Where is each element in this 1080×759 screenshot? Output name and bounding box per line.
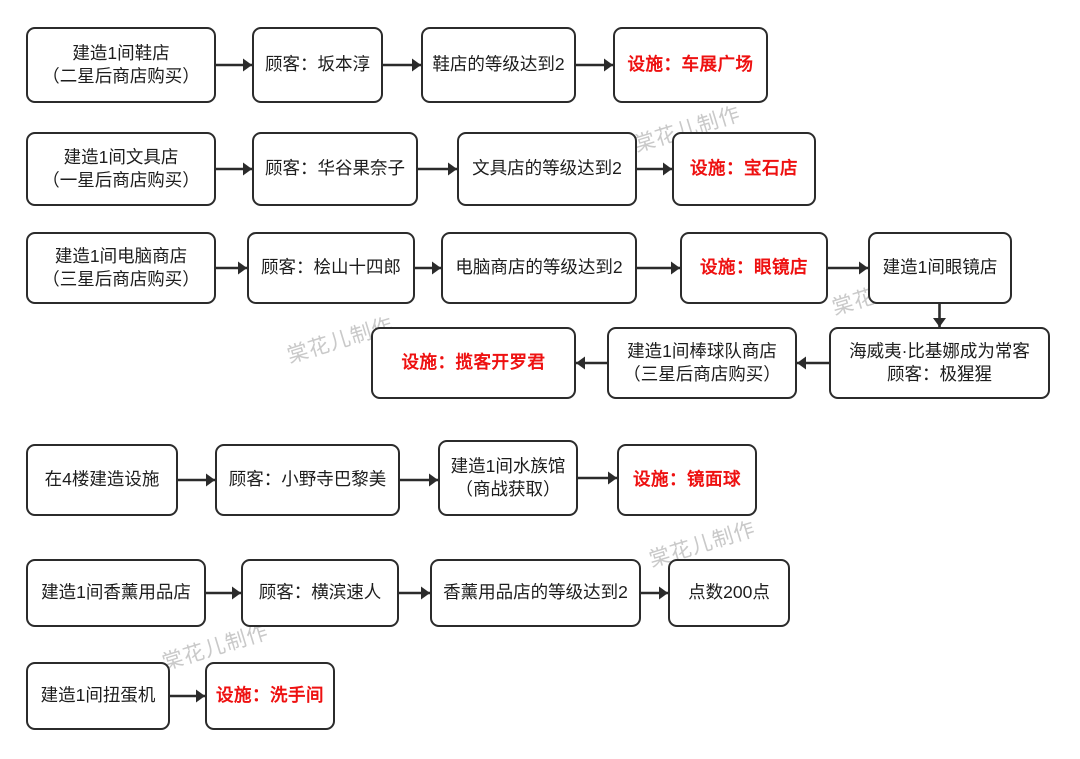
flow-node-label: 建造1间扭蛋机 xyxy=(40,685,156,706)
flow-node-customer: 海威夷·比基娜成为常客 顾客：极猩猩 xyxy=(829,327,1050,399)
flow-node-label: 电脑商店的等级达到2 xyxy=(455,257,623,278)
connector-arrowhead xyxy=(576,356,585,370)
flow-node-customer: 顾客：小野寺巴黎美 xyxy=(215,444,400,516)
flow-node-customer: 顾客：桧山十四郎 xyxy=(247,232,415,304)
flow-node-customer: 顾客：横滨速人 xyxy=(241,559,399,627)
flow-node-facility: 设施：洗手间 xyxy=(205,662,335,730)
flow-node-label: 文具店的等级达到2 xyxy=(472,158,622,179)
flow-node-condition: 建造1间电脑商店 （三星后商店购买） xyxy=(26,232,216,304)
connector-arrowhead xyxy=(608,471,617,485)
flow-node-label: 设施：车展广场 xyxy=(627,54,754,75)
flow-node-label: 设施：揽客开罗君 xyxy=(401,352,546,373)
flow-node-label: 顾客：坂本淳 xyxy=(265,54,370,75)
connector-arrowhead xyxy=(421,586,430,600)
flow-node-condition: 文具店的等级达到2 xyxy=(457,132,637,206)
flow-node-label: 建造1间文具店 （一星后商店购买） xyxy=(42,146,200,190)
flow-node-label: 海威夷·比基娜成为常客 顾客：极猩猩 xyxy=(849,340,1030,384)
flow-node-label: 建造1间电脑商店 （三星后商店购买） xyxy=(42,245,200,289)
flow-node-facility: 设施：揽客开罗君 xyxy=(371,327,576,399)
connector-arrowhead xyxy=(206,473,215,487)
flow-node-condition: 建造1间香薰用品店 xyxy=(26,559,206,627)
flow-node-facility: 设施：镜面球 xyxy=(617,444,757,516)
flow-node-facility: 设施：车展广场 xyxy=(613,27,768,103)
flow-node-label: 鞋店的等级达到2 xyxy=(432,54,565,75)
flow-node-condition: 建造1间棒球队商店 （三星后商店购买） xyxy=(607,327,797,399)
flow-node-label: 设施：洗手间 xyxy=(216,685,324,706)
flow-node-customer: 顾客：华谷果奈子 xyxy=(252,132,418,206)
connector-arrowhead xyxy=(604,58,613,72)
flow-node-label: 建造1间鞋店 （二星后商店购买） xyxy=(42,42,200,86)
flow-node-label: 顾客：小野寺巴黎美 xyxy=(228,469,387,490)
flow-node-condition: 电脑商店的等级达到2 xyxy=(441,232,637,304)
flow-node-label: 建造1间水族馆 （商战获取） xyxy=(450,455,566,499)
flow-node-label: 点数200点 xyxy=(688,582,770,603)
flow-node-condition: 建造1间水族馆 （商战获取） xyxy=(438,440,578,516)
connector-arrowhead xyxy=(448,162,457,176)
flow-node-reward: 点数200点 xyxy=(668,559,790,627)
flow-node-label: 设施：宝石店 xyxy=(690,158,798,179)
flow-node-condition: 建造1间扭蛋机 xyxy=(26,662,170,730)
connector-arrowhead xyxy=(933,318,946,327)
connector-arrowhead xyxy=(196,689,205,703)
flow-node-label: 香薰用品店的等级达到2 xyxy=(443,582,628,603)
flow-node-condition: 香薰用品店的等级达到2 xyxy=(430,559,641,627)
flow-node-facility: 设施：宝石店 xyxy=(672,132,816,206)
flow-node-condition: 建造1间文具店 （一星后商店购买） xyxy=(26,132,216,206)
flow-node-label: 建造1间香薰用品店 xyxy=(41,582,191,603)
connector-arrowhead xyxy=(238,261,247,275)
connector-arrowhead xyxy=(859,261,868,275)
flow-node-label: 设施：眼镜店 xyxy=(700,257,808,278)
flow-node-label: 建造1间眼镜店 xyxy=(882,257,998,278)
connector-arrowhead xyxy=(797,356,806,370)
flow-node-label: 顾客：桧山十四郎 xyxy=(261,257,401,278)
connector-arrowhead xyxy=(243,162,252,176)
connector-arrowhead xyxy=(232,586,241,600)
flow-node-label: 顾客：华谷果奈子 xyxy=(265,158,405,179)
flow-node-label: 建造1间棒球队商店 （三星后商店购买） xyxy=(623,340,781,384)
flow-node-label: 设施：镜面球 xyxy=(633,469,741,490)
connector-arrowhead xyxy=(412,58,421,72)
connector-arrowhead xyxy=(671,261,680,275)
connector-arrowhead xyxy=(659,586,668,600)
flow-node-label: 在4楼建造设施 xyxy=(44,469,160,490)
connector-arrowhead xyxy=(243,58,252,72)
connector-arrowhead xyxy=(663,162,672,176)
flow-node-facility: 设施：眼镜店 xyxy=(680,232,828,304)
flow-node-customer: 顾客：坂本淳 xyxy=(252,27,383,103)
flow-node-condition: 建造1间鞋店 （二星后商店购买） xyxy=(26,27,216,103)
flow-node-condition: 鞋店的等级达到2 xyxy=(421,27,576,103)
connector-arrowhead xyxy=(432,261,441,275)
flow-node-label: 顾客：横滨速人 xyxy=(258,582,382,603)
flow-node-condition: 在4楼建造设施 xyxy=(26,444,178,516)
flow-node-condition: 建造1间眼镜店 xyxy=(868,232,1012,304)
connector-arrowhead xyxy=(429,473,438,487)
